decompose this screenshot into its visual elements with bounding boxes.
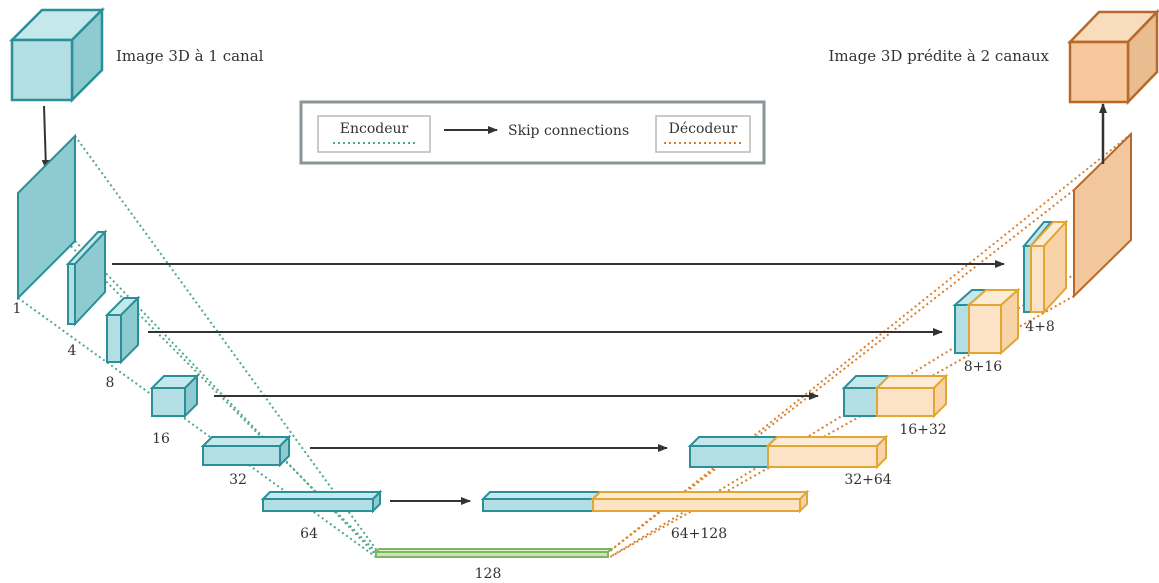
decoder-label-16-32: 16+32 xyxy=(899,422,946,438)
decoder-block-16-32 xyxy=(841,373,949,419)
legend: Encodeur Skip connections Décodeur xyxy=(299,100,766,165)
encoder-block-4 xyxy=(65,229,108,327)
decoder-block-4-8 xyxy=(1021,219,1069,315)
bottleneck-label: 128 xyxy=(475,566,502,582)
decoder-label-64-128: 64+128 xyxy=(671,526,727,542)
legend-skip-label: Skip connections xyxy=(508,123,629,139)
decoder-label-4-8: 4+8 xyxy=(1025,319,1055,335)
decoder-label-8-16: 8+16 xyxy=(964,359,1003,375)
decoder-labels: 64+128 32+64 16+32 8+16 4+8 xyxy=(671,319,1055,542)
encoder-label-64: 64 xyxy=(300,526,318,542)
skip-connections xyxy=(112,260,1005,505)
encoder-block-32 xyxy=(200,434,292,468)
encoder-block-8 xyxy=(104,295,141,365)
legend-encoder-box xyxy=(317,115,431,153)
decoder-block-8-16 xyxy=(952,287,1021,356)
output-label: Image 3D prédite à 2 canaux xyxy=(829,47,1050,65)
bottleneck-block xyxy=(373,548,614,558)
decoder-block-32-64 xyxy=(687,434,889,470)
legend-decoder-box xyxy=(655,115,751,153)
legend-decoder-label: Décodeur xyxy=(669,121,738,137)
encoder-label-16: 16 xyxy=(152,431,170,447)
input-arrow xyxy=(41,105,50,170)
encoder-block-64 xyxy=(260,489,383,514)
input-label: Image 3D à 1 canal xyxy=(116,47,264,65)
encoder-label-4: 4 xyxy=(68,343,77,359)
output-cube xyxy=(1067,8,1159,106)
encoder-label-8: 8 xyxy=(106,375,115,391)
encoder-block-1 xyxy=(17,133,76,301)
decoder-final-slab xyxy=(1073,131,1132,299)
decoder-label-32-64: 32+64 xyxy=(844,472,891,488)
encoder-block-16 xyxy=(149,373,200,419)
encoder-label-32: 32 xyxy=(229,472,247,488)
encoder-labels: 1 4 8 16 32 64 xyxy=(13,301,318,542)
input-cube xyxy=(8,6,106,104)
legend-encoder-label: Encodeur xyxy=(340,121,409,137)
encoder-funnel-lines xyxy=(17,135,379,558)
decoder-block-64-128 xyxy=(480,489,810,514)
encoder-label-1: 1 xyxy=(13,301,22,317)
